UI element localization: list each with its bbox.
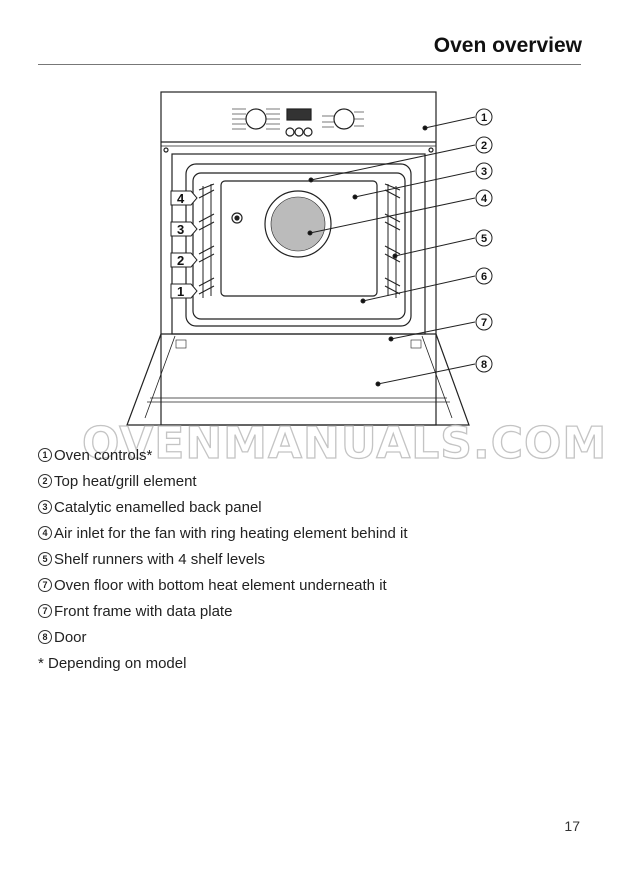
number-badge: 2: [38, 474, 52, 488]
legend-label: Oven controls*: [54, 446, 153, 464]
svg-text:6: 6: [481, 271, 487, 283]
svg-text:4: 4: [481, 193, 488, 205]
legend-label: Door: [54, 628, 87, 646]
title-rule: [38, 64, 581, 65]
legend-label: Air inlet for the fan with ring heating …: [54, 524, 408, 542]
svg-text:3: 3: [481, 166, 487, 178]
number-badge: 8: [38, 630, 52, 644]
svg-text:1: 1: [177, 284, 184, 299]
svg-text:5: 5: [481, 233, 487, 245]
legend-label: Catalytic enamelled back panel: [54, 498, 262, 516]
shelf-level-2: 2: [170, 252, 198, 268]
svg-text:7: 7: [481, 317, 487, 329]
svg-text:3: 3: [177, 222, 184, 237]
callout-2: 2: [475, 136, 493, 154]
page-title: Oven overview: [433, 34, 582, 57]
svg-text:8: 8: [481, 359, 487, 371]
shelf-level-1: 1: [170, 283, 198, 299]
number-badge: 4: [38, 526, 52, 540]
number-badge: 7: [38, 578, 52, 592]
legend-label: Shelf runners with 4 shelf levels: [54, 550, 265, 568]
svg-text:2: 2: [177, 253, 184, 268]
callout-8: 8: [475, 355, 493, 373]
number-badge: 3: [38, 500, 52, 514]
number-badge: 7: [38, 604, 52, 618]
callout-1: 1: [475, 108, 493, 126]
svg-text:4: 4: [177, 191, 185, 206]
shelf-level-3: 3: [170, 221, 198, 237]
callout-3: 3: [475, 162, 493, 180]
legend-label: Top heat/grill element: [54, 472, 197, 490]
oven-diagram: 4 3 2 1 1 2 3 4 5 6 7 8: [126, 91, 493, 426]
callout-5: 5: [475, 229, 493, 247]
page-number: 17: [564, 818, 580, 834]
svg-text:1: 1: [481, 112, 487, 124]
footnote: * Depending on model: [38, 654, 187, 672]
shelf-level-4: 4: [170, 190, 198, 206]
legend-label: Front frame with data plate: [54, 602, 233, 620]
legend-label: Oven floor with bottom heat element unde…: [54, 576, 387, 594]
callout-6: 6: [475, 267, 493, 285]
callout-4: 4: [475, 189, 493, 207]
number-badge: 1: [38, 448, 52, 462]
watermark: OVENMANUALS.COM: [81, 417, 608, 469]
callout-7: 7: [475, 313, 493, 331]
number-badge: 5: [38, 552, 52, 566]
svg-text:2: 2: [481, 140, 487, 152]
